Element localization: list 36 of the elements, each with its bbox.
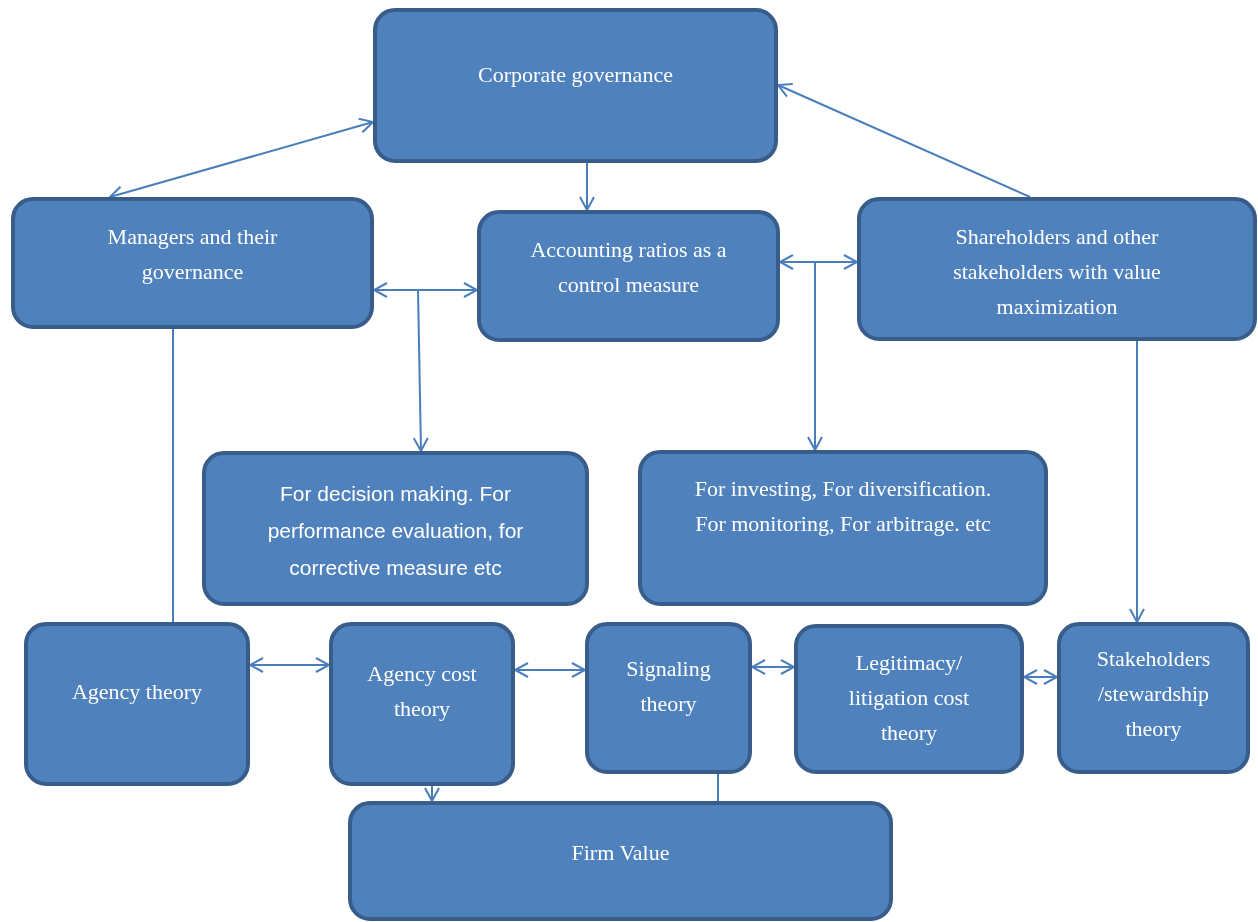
arrow: [1023, 669, 1058, 685]
process-box: [585, 622, 752, 774]
arrow: [751, 659, 795, 675]
process-box: [24, 622, 250, 786]
process-box: [11, 197, 374, 329]
process-box: [202, 451, 589, 606]
box-label: Agency theory: [71, 678, 203, 706]
arrow: [1129, 340, 1145, 623]
arrow: [779, 254, 858, 270]
arrow: [777, 82, 1031, 198]
connector-line: [717, 773, 719, 802]
arrow: [424, 785, 440, 802]
process-box: [638, 450, 1048, 606]
box-label: For decision making. For performance evaluation, for corrective measure etc: [266, 481, 525, 581]
connector-line: [172, 328, 174, 623]
box-label: For investing, For diversification. For monitoring, For arbitrage. etc: [693, 475, 993, 538]
box-label: Accounting ratios as a control measure: [529, 236, 728, 299]
box-label: Managers and their governance: [106, 223, 279, 286]
process-box: [348, 801, 893, 921]
box-label: Legitimacy/ litigation cost theory: [847, 649, 971, 747]
box-label: Firm Value: [571, 839, 670, 867]
arrow: [514, 662, 586, 678]
arrow: [373, 282, 478, 298]
process-box: [329, 622, 515, 786]
box-label: Corporate governance: [478, 61, 673, 89]
process-box: [1057, 622, 1250, 774]
box-label: Signaling theory: [625, 655, 712, 718]
box-label: Shareholders and other stakeholders with value maximization: [952, 223, 1162, 321]
arrow: [579, 162, 595, 211]
process-box: [373, 8, 778, 163]
box-label: Stakeholders /stewardship theory: [1095, 645, 1212, 743]
process-box: [857, 197, 1257, 341]
arrow: [249, 657, 330, 673]
process-box: [477, 210, 780, 342]
box-label: Agency cost theory: [366, 660, 478, 723]
process-box: [794, 624, 1024, 774]
